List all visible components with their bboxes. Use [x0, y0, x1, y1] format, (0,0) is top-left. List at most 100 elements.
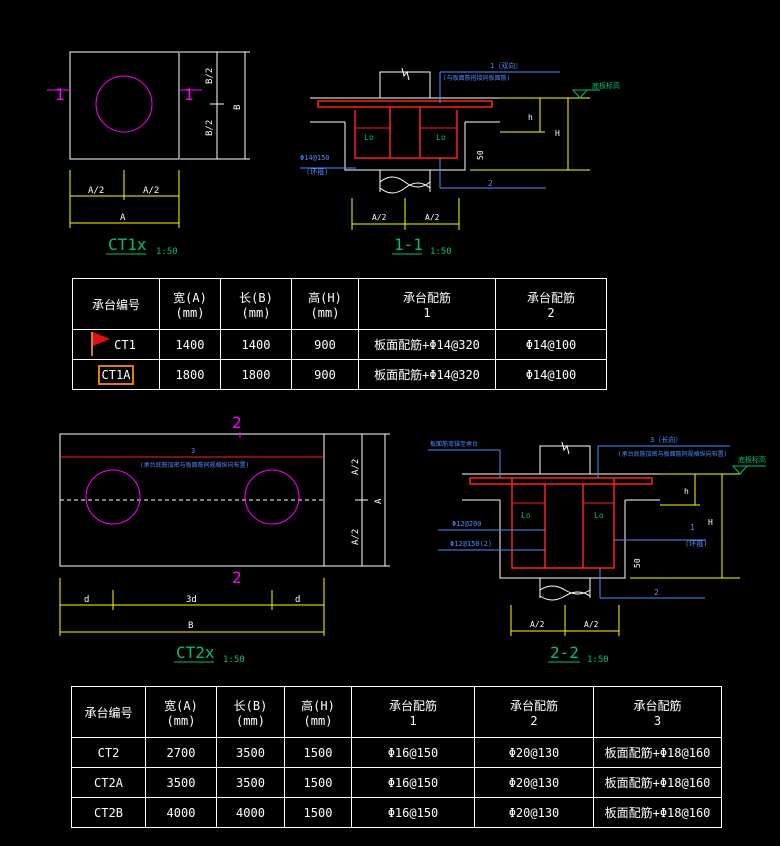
table2-cell: 4000	[145, 797, 217, 828]
table2-cell-id[interactable]: CT2B	[71, 797, 146, 828]
table2-cell: Φ20@130	[474, 797, 594, 828]
ct2-section-mark-bottom: 2	[232, 568, 242, 587]
section2-rebar-1-note: (环箍)	[685, 539, 707, 548]
section1-dim-h: h	[528, 113, 533, 122]
section1-dim-half-a-right: A/2	[425, 213, 440, 222]
section-1-1-view: Lo Lo 1（双向） (与板面筋搭接同板面筋) Φ14@150 (环箍) 2 …	[300, 61, 620, 257]
ct2-dim-3d: 3d	[186, 595, 197, 605]
section1-rebar-2-label: 2	[488, 179, 493, 188]
table1-cell: 1400	[159, 329, 221, 360]
table1-cell-id[interactable]: CT1	[72, 329, 160, 360]
table2-cell: 1500	[284, 737, 352, 768]
ct1-pile-circle	[95, 75, 153, 133]
table-row: CT1 1400 1400 900 板面配筋+Φ14@320 Φ14@100	[72, 329, 607, 360]
section1-stirrup-label: Φ14@150	[300, 154, 330, 162]
table2-cell: Φ16@150	[351, 767, 475, 798]
table1-cell: 900	[291, 359, 359, 390]
table2-cell: Φ16@150	[351, 737, 475, 768]
section2-rebar-2-label: 2	[654, 588, 659, 597]
ct1-dim-half-b-bottom: B/2	[205, 120, 215, 136]
table2-cell: Φ16@150	[351, 797, 475, 828]
section2-view-title: 2-2	[550, 643, 579, 662]
section1-cap-rebar	[354, 110, 458, 159]
ct2-plan-view: 3 (承台底筋加密与板面筋同规格纵向布置) 2 2 A/2 A/2 A d 3d…	[59, 413, 390, 665]
section2-dim-h: h	[684, 487, 689, 496]
ct2-view-scale: 1:50	[223, 655, 245, 665]
ct1-section-mark-left: 1	[55, 85, 65, 104]
section2-elevation-label: 底板标高	[738, 455, 766, 464]
section2-rebar-3-label: 3（长向）	[650, 435, 682, 444]
table2-cell: 4000	[216, 797, 285, 828]
table2-cell-id[interactable]: CT2A	[71, 767, 146, 798]
section1-lo-right: Lo	[436, 133, 446, 142]
table-row: CT2 2700 3500 1500 Φ16@150 Φ20@130 板面配筋+…	[71, 737, 722, 768]
ct2-rebar-3-note: (承台底筋加密与板面筋同规格纵向布置)	[140, 461, 249, 469]
table1-cell: Φ14@100	[495, 359, 607, 390]
table2-cell: 3500	[216, 767, 285, 798]
section2-dim-half-a-right: A/2	[584, 620, 599, 629]
table-row: CT2A 3500 3500 1500 Φ16@150 Φ20@130 板面配筋…	[71, 767, 722, 798]
ct1-dim-b-label: B	[233, 105, 243, 110]
section1-dim-H: H	[555, 129, 560, 138]
section-2-2-view: Lo Lo 板面筋弯锚至承台 3（长向） (承台底筋加密与板面筋同规格纵向布置)…	[428, 435, 766, 665]
section1-stirrup-note: (环箍)	[306, 167, 328, 176]
section1-lo-left: Lo	[364, 133, 374, 142]
section2-bar-b-label: Φ12@150(2)	[450, 540, 492, 548]
ct1-dim-a-label: A	[120, 213, 126, 223]
table1-header-cell: 高(H)(mm)	[291, 278, 359, 330]
table2-cell: Φ20@130	[474, 737, 594, 768]
section2-elevation-triangle-icon	[731, 465, 749, 475]
ct1-section-mark-right: 1	[184, 85, 194, 104]
table2-cell: 3500	[216, 737, 285, 768]
ct1-dim-half-a-left: A/2	[88, 186, 104, 196]
table2-header-cell: 高(H)(mm)	[284, 686, 352, 738]
section2-top-rebar	[469, 477, 653, 485]
table1-header-cell: 长(B)(mm)	[220, 278, 292, 330]
table2-cell: 3500	[145, 767, 217, 798]
ct1-outline	[69, 51, 180, 160]
flag-icon[interactable]	[88, 330, 112, 356]
table1-cell-id-highlighted[interactable]: CT1A	[72, 359, 160, 390]
table1-header-cell: 宽(A)(mm)	[159, 278, 221, 330]
table2-cell: 板面配筋+Φ18@160	[593, 767, 722, 798]
table-row: CT1A 1800 1800 900 板面配筋+Φ14@320 Φ14@100	[72, 359, 607, 390]
ct2-dim-d-right: d	[295, 595, 300, 605]
table1-cell: 1800	[159, 359, 221, 390]
ct2-rebar-3-label: 3	[191, 447, 195, 455]
table1-cell: 1400	[220, 329, 292, 360]
section1-dim-half-a-left: A/2	[372, 213, 387, 222]
section1-elevation-triangle-icon	[571, 89, 589, 99]
table1-cell: 1800	[220, 359, 292, 390]
ct1-view-title: CT1x	[108, 235, 147, 254]
table2-cell: Φ20@130	[474, 767, 594, 798]
section1-view-title: 1-1	[394, 235, 423, 254]
ct2-pile-circle-right	[244, 469, 300, 525]
section2-bar-a-label: Φ12@200	[452, 520, 482, 528]
table2-cell: 2700	[145, 737, 217, 768]
table2-header-cell: 宽(A)(mm)	[145, 686, 217, 738]
table1-header-cell: 承台编号	[72, 278, 160, 330]
section1-view-scale: 1:50	[430, 247, 452, 257]
ct2-dim-b-label: B	[188, 621, 193, 631]
table2-cell: 1500	[284, 767, 352, 798]
ct1-plan-view: 1 1 B/2 B/2 B A/2 A/2 A CT1x 1:50	[47, 51, 250, 257]
table1-cell: 900	[291, 329, 359, 360]
table2-cell-id[interactable]: CT2	[71, 737, 146, 768]
table2-header-cell: 承台编号	[71, 686, 146, 738]
section2-dim-half-a-left: A/2	[530, 620, 545, 629]
ct1-view-scale: 1:50	[156, 247, 178, 257]
section1-rebar-1-note: (与板面筋搭接同板面筋)	[443, 74, 510, 82]
section2-lo-right: Lo	[594, 511, 604, 520]
ct2-dim-a-label: A	[374, 498, 384, 504]
table1-cell: 板面配筋+Φ14@320	[358, 359, 496, 390]
section2-view-scale: 1:50	[587, 655, 609, 665]
table2-cell: 板面配筋+Φ18@160	[593, 797, 722, 828]
